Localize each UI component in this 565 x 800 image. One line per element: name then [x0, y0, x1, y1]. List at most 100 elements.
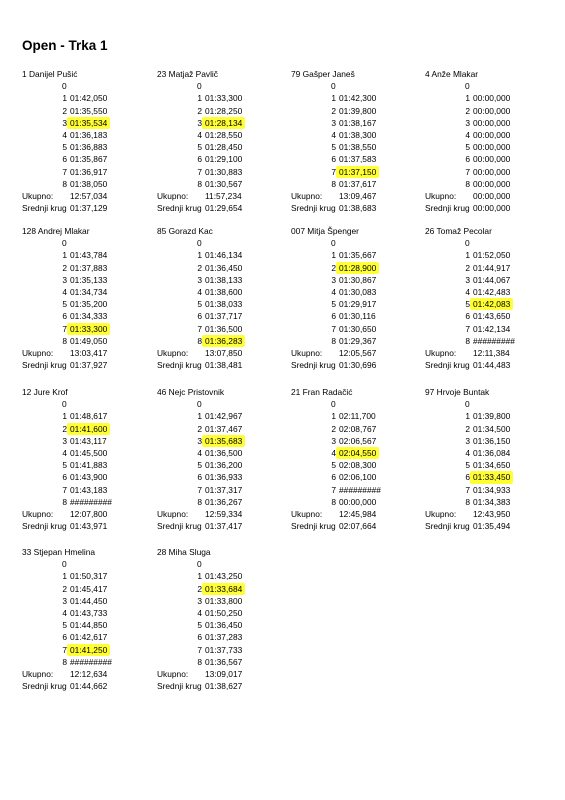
lap-number: 8: [197, 496, 202, 507]
lap-number: 4: [465, 286, 470, 297]
lap-time: 01:37,717: [205, 311, 243, 322]
lap-number: 6: [465, 154, 470, 165]
lap-number: 1: [465, 411, 470, 422]
lap-number: 7: [331, 166, 336, 177]
lap-number: 2: [197, 583, 202, 594]
lap-time: 01:49,050: [70, 335, 108, 346]
result-row: Ukupno:12:12,634: [22, 668, 150, 680]
lap-number: 5: [331, 142, 336, 153]
average-label: Srednji krug: [425, 521, 470, 532]
lap-number: 3: [331, 117, 336, 128]
total-time: 12:07,800: [70, 508, 108, 519]
result-row: 33 Stjepan Hmelina: [22, 546, 150, 558]
lap-time: 01:42,617: [70, 632, 108, 643]
lap-time: 01:36,084: [473, 447, 511, 458]
total-time: 13:03,417: [70, 347, 108, 358]
lap-number: 5: [197, 620, 202, 631]
best-lap-time: 01:42,083: [470, 298, 514, 311]
result-row: 0: [157, 80, 285, 92]
result-row: 0: [157, 237, 285, 249]
lap-number: 6: [465, 311, 470, 322]
lap-time: 01:37,883: [70, 262, 108, 273]
lap-time: 01:36,567: [205, 656, 243, 667]
lap-time: #########: [339, 484, 381, 495]
start-lap-number: 0: [331, 399, 336, 410]
total-time: 13:09,467: [339, 190, 377, 201]
lap-number: 2: [197, 423, 202, 434]
lap-time: 01:45,417: [70, 583, 108, 594]
lap-number: 8: [62, 178, 67, 189]
lap-time: 01:42,300: [339, 93, 377, 104]
lap-time: 02:08,300: [339, 460, 377, 471]
lap-time: 01:28,250: [205, 105, 243, 116]
average-time: 01:30,696: [339, 360, 377, 371]
lap-time: 01:30,650: [339, 323, 377, 334]
lap-number: 6: [465, 472, 470, 483]
result-row: 21 Fran Radačić: [291, 386, 419, 398]
page-title: Open - Trka 1: [22, 38, 108, 53]
total-time: 11:57,234: [205, 190, 242, 201]
best-lap-time: 01:41,600: [67, 422, 111, 435]
result-row: 0: [22, 237, 150, 249]
start-lap-number: 0: [465, 81, 470, 92]
average-time: 01:37,129: [70, 203, 108, 214]
average-time: 01:44,662: [70, 681, 108, 692]
total-time: 12:12,634: [70, 668, 108, 679]
lap-number: 1: [331, 250, 336, 261]
lap-time: 01:50,317: [70, 571, 108, 582]
lap-time: 01:42,967: [205, 411, 243, 422]
result-row: Ukupno:13:03,417: [22, 347, 150, 359]
lap-number: 7: [197, 484, 202, 495]
average-label: Srednji krug: [22, 203, 67, 214]
lap-number: 8: [197, 335, 202, 346]
lap-number: 1: [62, 93, 67, 104]
lap-number: 1: [197, 411, 202, 422]
lap-number: 8: [331, 335, 336, 346]
lap-number: 5: [331, 460, 336, 471]
lap-time: 01:28,550: [205, 129, 243, 140]
total-label: Ukupno:: [22, 508, 54, 519]
result-row: 85 Gorazd Kac: [157, 225, 285, 237]
lap-time: 00:00,000: [339, 496, 377, 507]
lap-time: 01:39,800: [473, 411, 511, 422]
lap-number: 4: [62, 607, 67, 618]
start-lap-number: 0: [62, 399, 67, 410]
average-label: Srednji krug: [22, 681, 67, 692]
lap-number: 2: [197, 262, 202, 273]
start-lap-number: 0: [465, 238, 470, 249]
result-row: 0: [157, 398, 285, 410]
lap-number: 1: [197, 93, 202, 104]
result-row: 7#########: [291, 484, 419, 496]
result-row: 28 Miha Sluga: [157, 546, 285, 558]
lap-time: 01:36,917: [70, 166, 108, 177]
start-lap-number: 0: [197, 238, 202, 249]
